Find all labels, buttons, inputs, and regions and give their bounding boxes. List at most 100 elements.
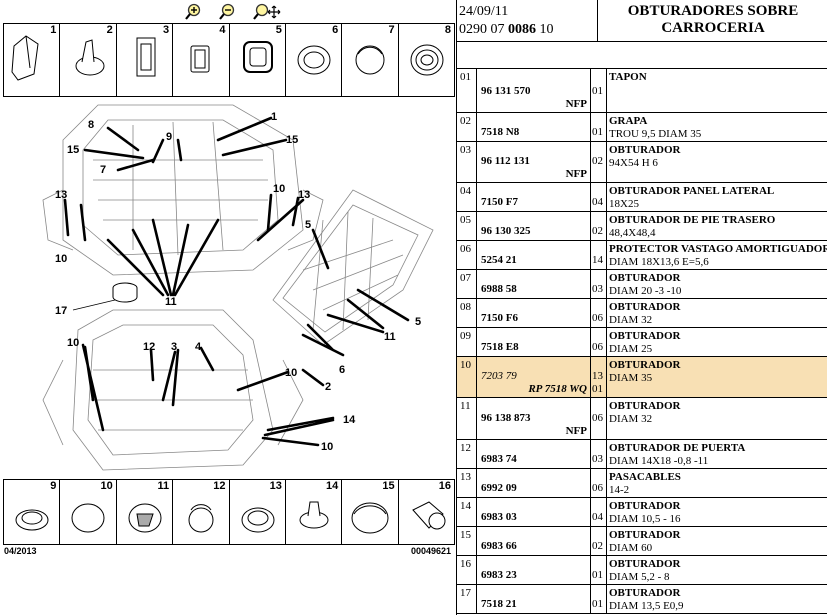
part-thumbnail-7[interactable]: 7: [341, 23, 399, 97]
part-name: OBTURADOR DE PUERTA: [609, 442, 746, 454]
quantity: 01: [592, 126, 603, 138]
callout-11b: 11: [384, 331, 396, 343]
quantity-cell: 06: [591, 299, 607, 327]
zoom-in-icon: [185, 3, 201, 20]
quantity-cell: 01: [591, 585, 607, 613]
part-specification: DIAM 32: [609, 314, 653, 326]
part-reference: 7150 F7: [481, 196, 518, 208]
part-thumbnail-13[interactable]: 13: [228, 479, 286, 545]
part-thumbnail-16[interactable]: 16: [397, 479, 455, 545]
part-reference-cell: 5254 21: [478, 241, 591, 269]
thumbnail-number: 10: [100, 480, 113, 492]
quantity: 13: [592, 370, 603, 382]
zoom-in-button[interactable]: [185, 3, 205, 21]
part-reference-cell: 7518 E8: [478, 328, 591, 356]
part-reference: 7150 F6: [481, 312, 518, 324]
part-name: OBTURADOR: [609, 301, 681, 313]
callout-15b: 15: [67, 144, 79, 156]
part-thumbnail-12[interactable]: 12: [172, 479, 230, 545]
vehicle-body-diagram: 1 15 8 15 9 7 13 10 13 5 10 11 11 17 5 1…: [42, 104, 434, 471]
diagram-id: 00049621: [410, 546, 451, 556]
part-name: OBTURADOR: [609, 558, 681, 570]
quantity-cell: 02: [591, 527, 607, 555]
part-thumbnail-10[interactable]: 10: [59, 479, 117, 545]
quantity: 01: [592, 85, 603, 97]
quantity-cell: 03: [591, 270, 607, 298]
quantity-cell: 06: [591, 398, 607, 439]
callout-4: 4: [195, 341, 202, 353]
part-reference: 96 130 325: [481, 225, 531, 237]
part-thumbnail-4[interactable]: 4: [172, 23, 230, 97]
quantity-cell: 02: [591, 212, 607, 240]
quantity-cell: 02: [591, 142, 607, 182]
zoom-pan-button[interactable]: [253, 3, 281, 21]
thumbnail-number: 4: [219, 24, 226, 36]
part-thumbnail-8[interactable]: 8: [397, 23, 455, 97]
parts-list-panel: 24/09/11 0290 07 0086 10 OBTURADORES SOB…: [456, 0, 827, 615]
part-thumbnail-5[interactable]: 5: [228, 23, 286, 97]
zoom-out-button[interactable]: [219, 3, 239, 21]
zoom-pan-icon: [253, 3, 281, 20]
part-reference: 6983 03: [481, 511, 517, 523]
part-thumbnail-11[interactable]: 11: [115, 479, 174, 545]
part-reference: 7518 N8: [481, 126, 520, 138]
quantity: 02: [592, 225, 603, 237]
part-thumbnail-14[interactable]: 14: [284, 479, 343, 545]
part-specification: DIAM 32: [609, 413, 653, 425]
part-thumbnail-6[interactable]: 6: [284, 23, 343, 97]
quantity-cell: 01: [591, 113, 607, 141]
thumbnail-number: 12: [213, 480, 226, 492]
part-number: 15: [457, 527, 477, 555]
part-specification: 94X54 H 6: [609, 157, 658, 169]
part-specification: DIAM 60: [609, 542, 653, 554]
part-number: 14: [457, 498, 477, 526]
quantity: 14: [592, 254, 603, 266]
quantity: 03: [592, 283, 603, 295]
part-reference-cell: 7150 F7: [478, 183, 591, 211]
part-name: PASACABLES: [609, 471, 681, 483]
header-date: 24/09/11: [459, 4, 509, 19]
part-thumbnail-3[interactable]: 3: [115, 23, 174, 97]
part-thumbnail-15[interactable]: 15: [341, 479, 399, 545]
callout-10: 10: [273, 183, 285, 195]
part-thumbnail-9[interactable]: 9: [3, 479, 61, 545]
part-icon: [71, 503, 105, 533]
callout-8: 8: [88, 119, 94, 131]
thumbnail-number: 16: [438, 480, 451, 492]
quantity: 01: [592, 598, 603, 610]
part-thumbnail-2[interactable]: 2: [59, 23, 117, 97]
callout-15: 15: [286, 134, 298, 146]
part-thumbnail-1[interactable]: 1: [3, 23, 61, 97]
callout-5: 5: [305, 219, 311, 231]
part-specification: DIAM 35: [609, 372, 653, 384]
part-number: 03: [457, 142, 477, 182]
part-number: 09: [457, 328, 477, 356]
